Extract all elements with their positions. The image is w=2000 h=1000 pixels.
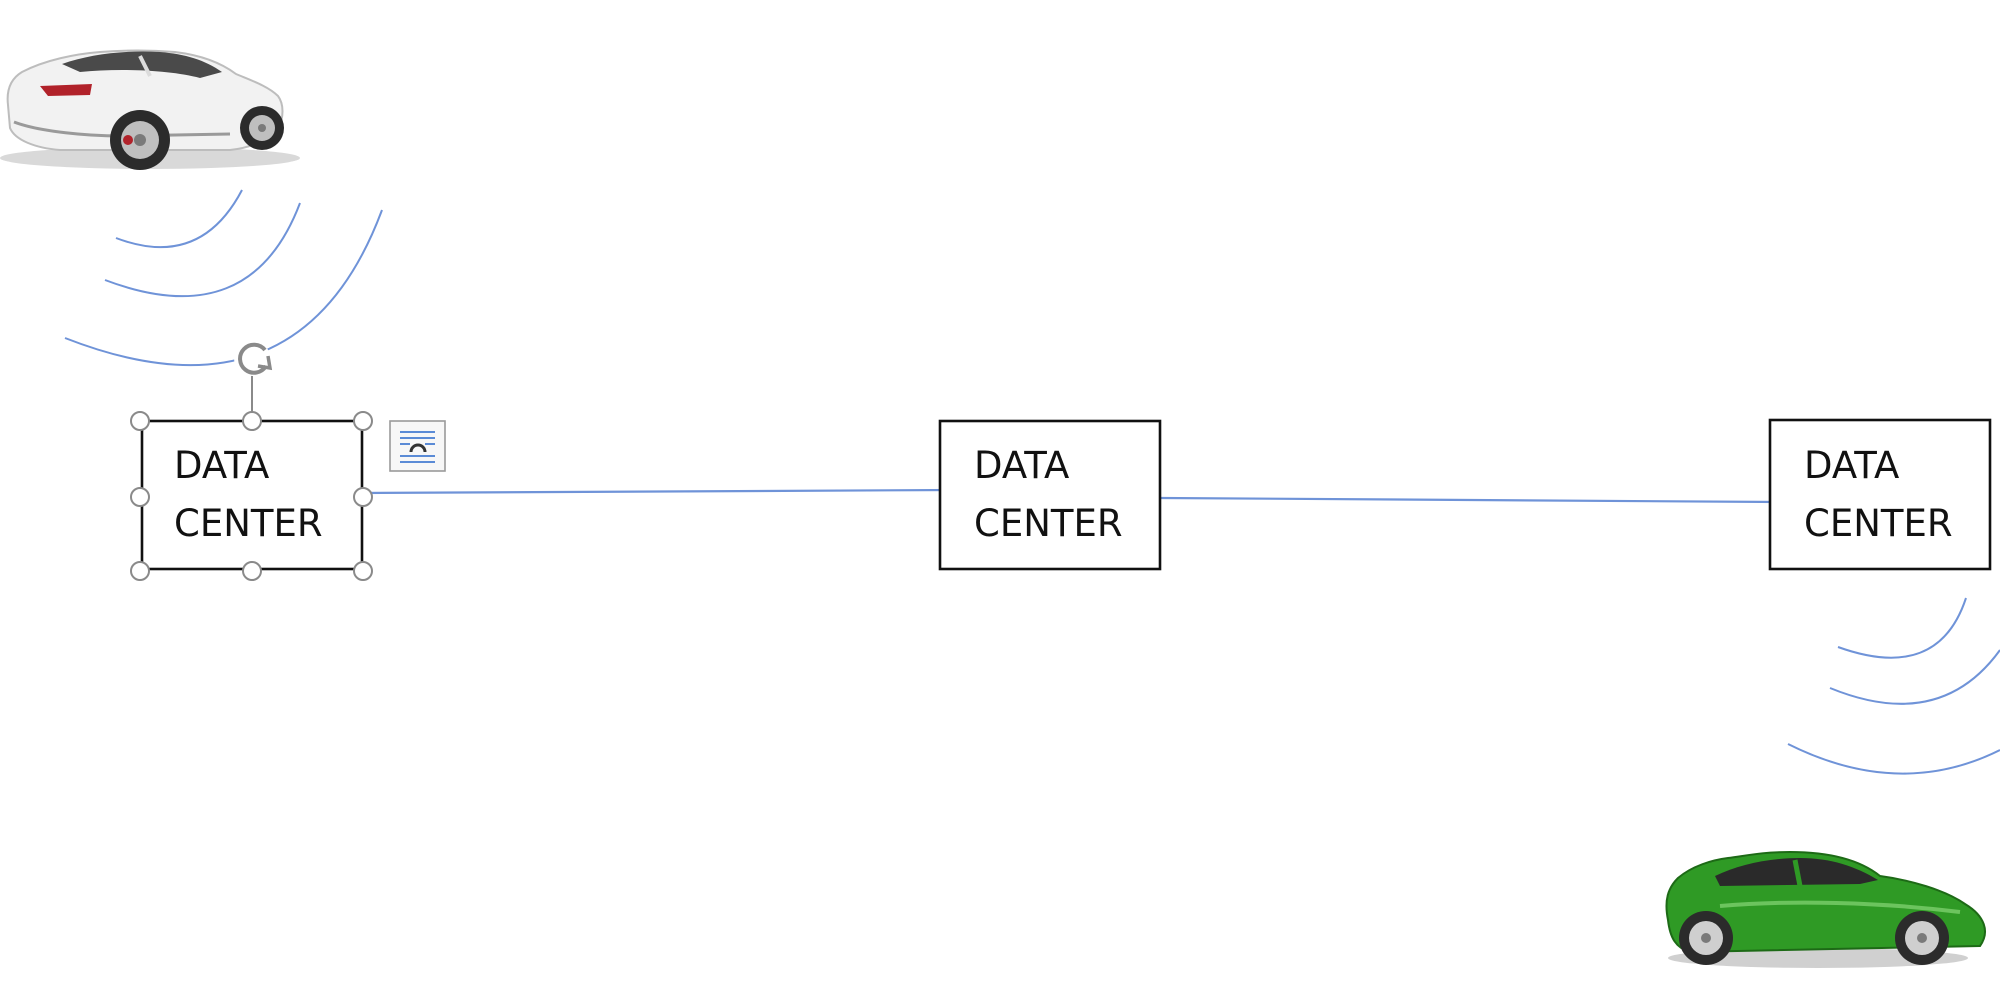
white-car-window-pillar [138, 55, 152, 77]
wireless-arc-left-inner [115, 189, 243, 249]
connector-left-to-middle[interactable] [361, 488, 955, 495]
resize-handle-bottom-center[interactable] [242, 561, 262, 581]
wireless-arc-right-middle [1829, 649, 2000, 705]
white-car-front-wheel [240, 106, 284, 150]
white-car[interactable] [0, 49, 300, 171]
data-center-box-middle[interactable]: DATA CENTER [938, 419, 1162, 571]
wireless-signal-left [64, 189, 383, 367]
data-center-right-label-line1: DATA [1804, 444, 1899, 487]
white-car-windows [62, 51, 222, 78]
white-car-body [6, 49, 284, 151]
wireless-arc-right-inner [1837, 597, 1967, 659]
resize-handle-top-left[interactable] [130, 411, 150, 431]
layout-options-button[interactable] [389, 420, 446, 472]
wireless-arc-left-outer [64, 209, 383, 367]
layout-options-icon [400, 431, 435, 463]
data-center-middle-label-line2: CENTER [974, 502, 1123, 545]
data-center-middle-label-line1: DATA [974, 444, 1069, 487]
white-car-rear-wheel [110, 110, 170, 170]
data-center-left-label-line1: DATA [174, 444, 269, 487]
resize-handle-bottom-left[interactable] [130, 561, 150, 581]
white-car-tail-light [40, 84, 92, 96]
resize-handle-bottom-right[interactable] [353, 561, 373, 581]
data-center-box-left[interactable]: DATA CENTER [140, 419, 364, 571]
wireless-arc-right-outer [1787, 743, 2000, 775]
green-car[interactable] [1665, 850, 1986, 968]
data-center-middle-border [938, 419, 1162, 571]
data-center-right-label-line2: CENTER [1804, 502, 1953, 545]
connector-middle-to-right[interactable] [1160, 496, 1781, 504]
resize-handle-middle-right[interactable] [353, 487, 373, 507]
green-car-shadow [1668, 948, 1968, 968]
data-center-right-border [1768, 418, 1992, 571]
data-center-left-label-line2: CENTER [174, 502, 323, 545]
resize-handle-top-center[interactable] [242, 411, 262, 431]
rotate-handle-icon[interactable] [234, 340, 273, 376]
resize-handle-middle-left[interactable] [130, 487, 150, 507]
wireless-signal-right [1787, 597, 2000, 775]
data-center-box-right[interactable]: DATA CENTER [1768, 418, 1992, 571]
green-car-highlight [1719, 900, 1961, 914]
green-car-front-wheel [1895, 911, 1949, 965]
green-car-rear-wheel [1679, 911, 1733, 965]
wireless-arc-left-middle [104, 202, 301, 298]
selection-frame [130, 340, 373, 581]
resize-handle-top-right[interactable] [353, 411, 373, 431]
green-car-window-pillar [1792, 859, 1803, 887]
